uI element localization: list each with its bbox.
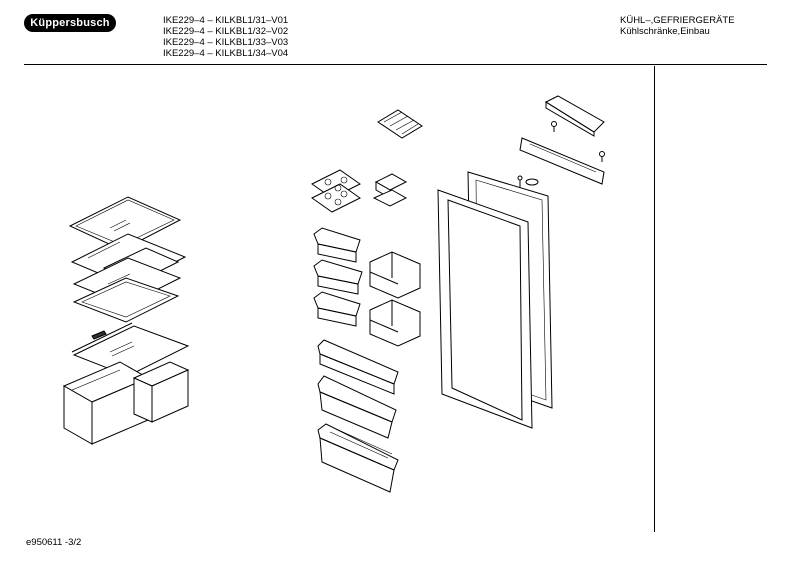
door-stopper — [526, 179, 538, 185]
door-shelf-wide — [318, 340, 398, 394]
category-title: KÜHL–,GEFRIERGERÄTE — [620, 15, 735, 26]
shelf-clip — [92, 331, 106, 339]
door-shelf-deep — [318, 376, 396, 438]
model-list: IKE229–4 – KILKBL1/31–V01 IKE229–4 – KIL… — [163, 15, 288, 59]
bottle-shelf-with-rack — [318, 424, 398, 492]
hinge-screw — [518, 122, 605, 189]
bottle-holder-lower — [370, 300, 420, 346]
brand-logo: Küppersbusch — [24, 14, 116, 32]
category-subtitle: Kühlschränke,Einbau — [620, 26, 710, 37]
crisper-cover-shelf — [72, 323, 188, 376]
drawing-id: e950611 -3/2 — [26, 537, 82, 548]
category-block: KÜHL–,GEFRIERGERÄTE Kühlschränke,Einbau — [620, 15, 735, 37]
brand-name: Küppersbusch — [30, 17, 110, 29]
butter-compartment — [374, 174, 406, 206]
model-line: IKE229–4 – KILKBL1/33–V03 — [163, 37, 289, 48]
glass-shelf-lower — [74, 278, 178, 322]
door-shelf-small-1 — [314, 228, 360, 262]
vegetable-crisper-right — [134, 362, 188, 422]
door-shelf-small-2 — [314, 260, 362, 294]
hinge-cover-cap — [546, 96, 604, 136]
door-shelf-small-3 — [314, 292, 360, 326]
glass-shelf-top — [70, 197, 180, 250]
egg-tray — [312, 170, 360, 212]
ice-cube-tray — [378, 110, 422, 138]
model-line: IKE229–4 – KILKBL1/31–V01 — [163, 15, 289, 26]
bottle-holder-upper — [370, 252, 420, 298]
door-hinge-bracket — [520, 138, 604, 184]
model-line: IKE229–4 – KILKBL1/34–V04 — [163, 48, 289, 59]
model-line: IKE229–4 – KILKBL1/32–V02 — [163, 26, 289, 37]
door-gasket — [438, 190, 532, 428]
header-divider — [24, 64, 767, 65]
column-divider — [654, 66, 655, 532]
